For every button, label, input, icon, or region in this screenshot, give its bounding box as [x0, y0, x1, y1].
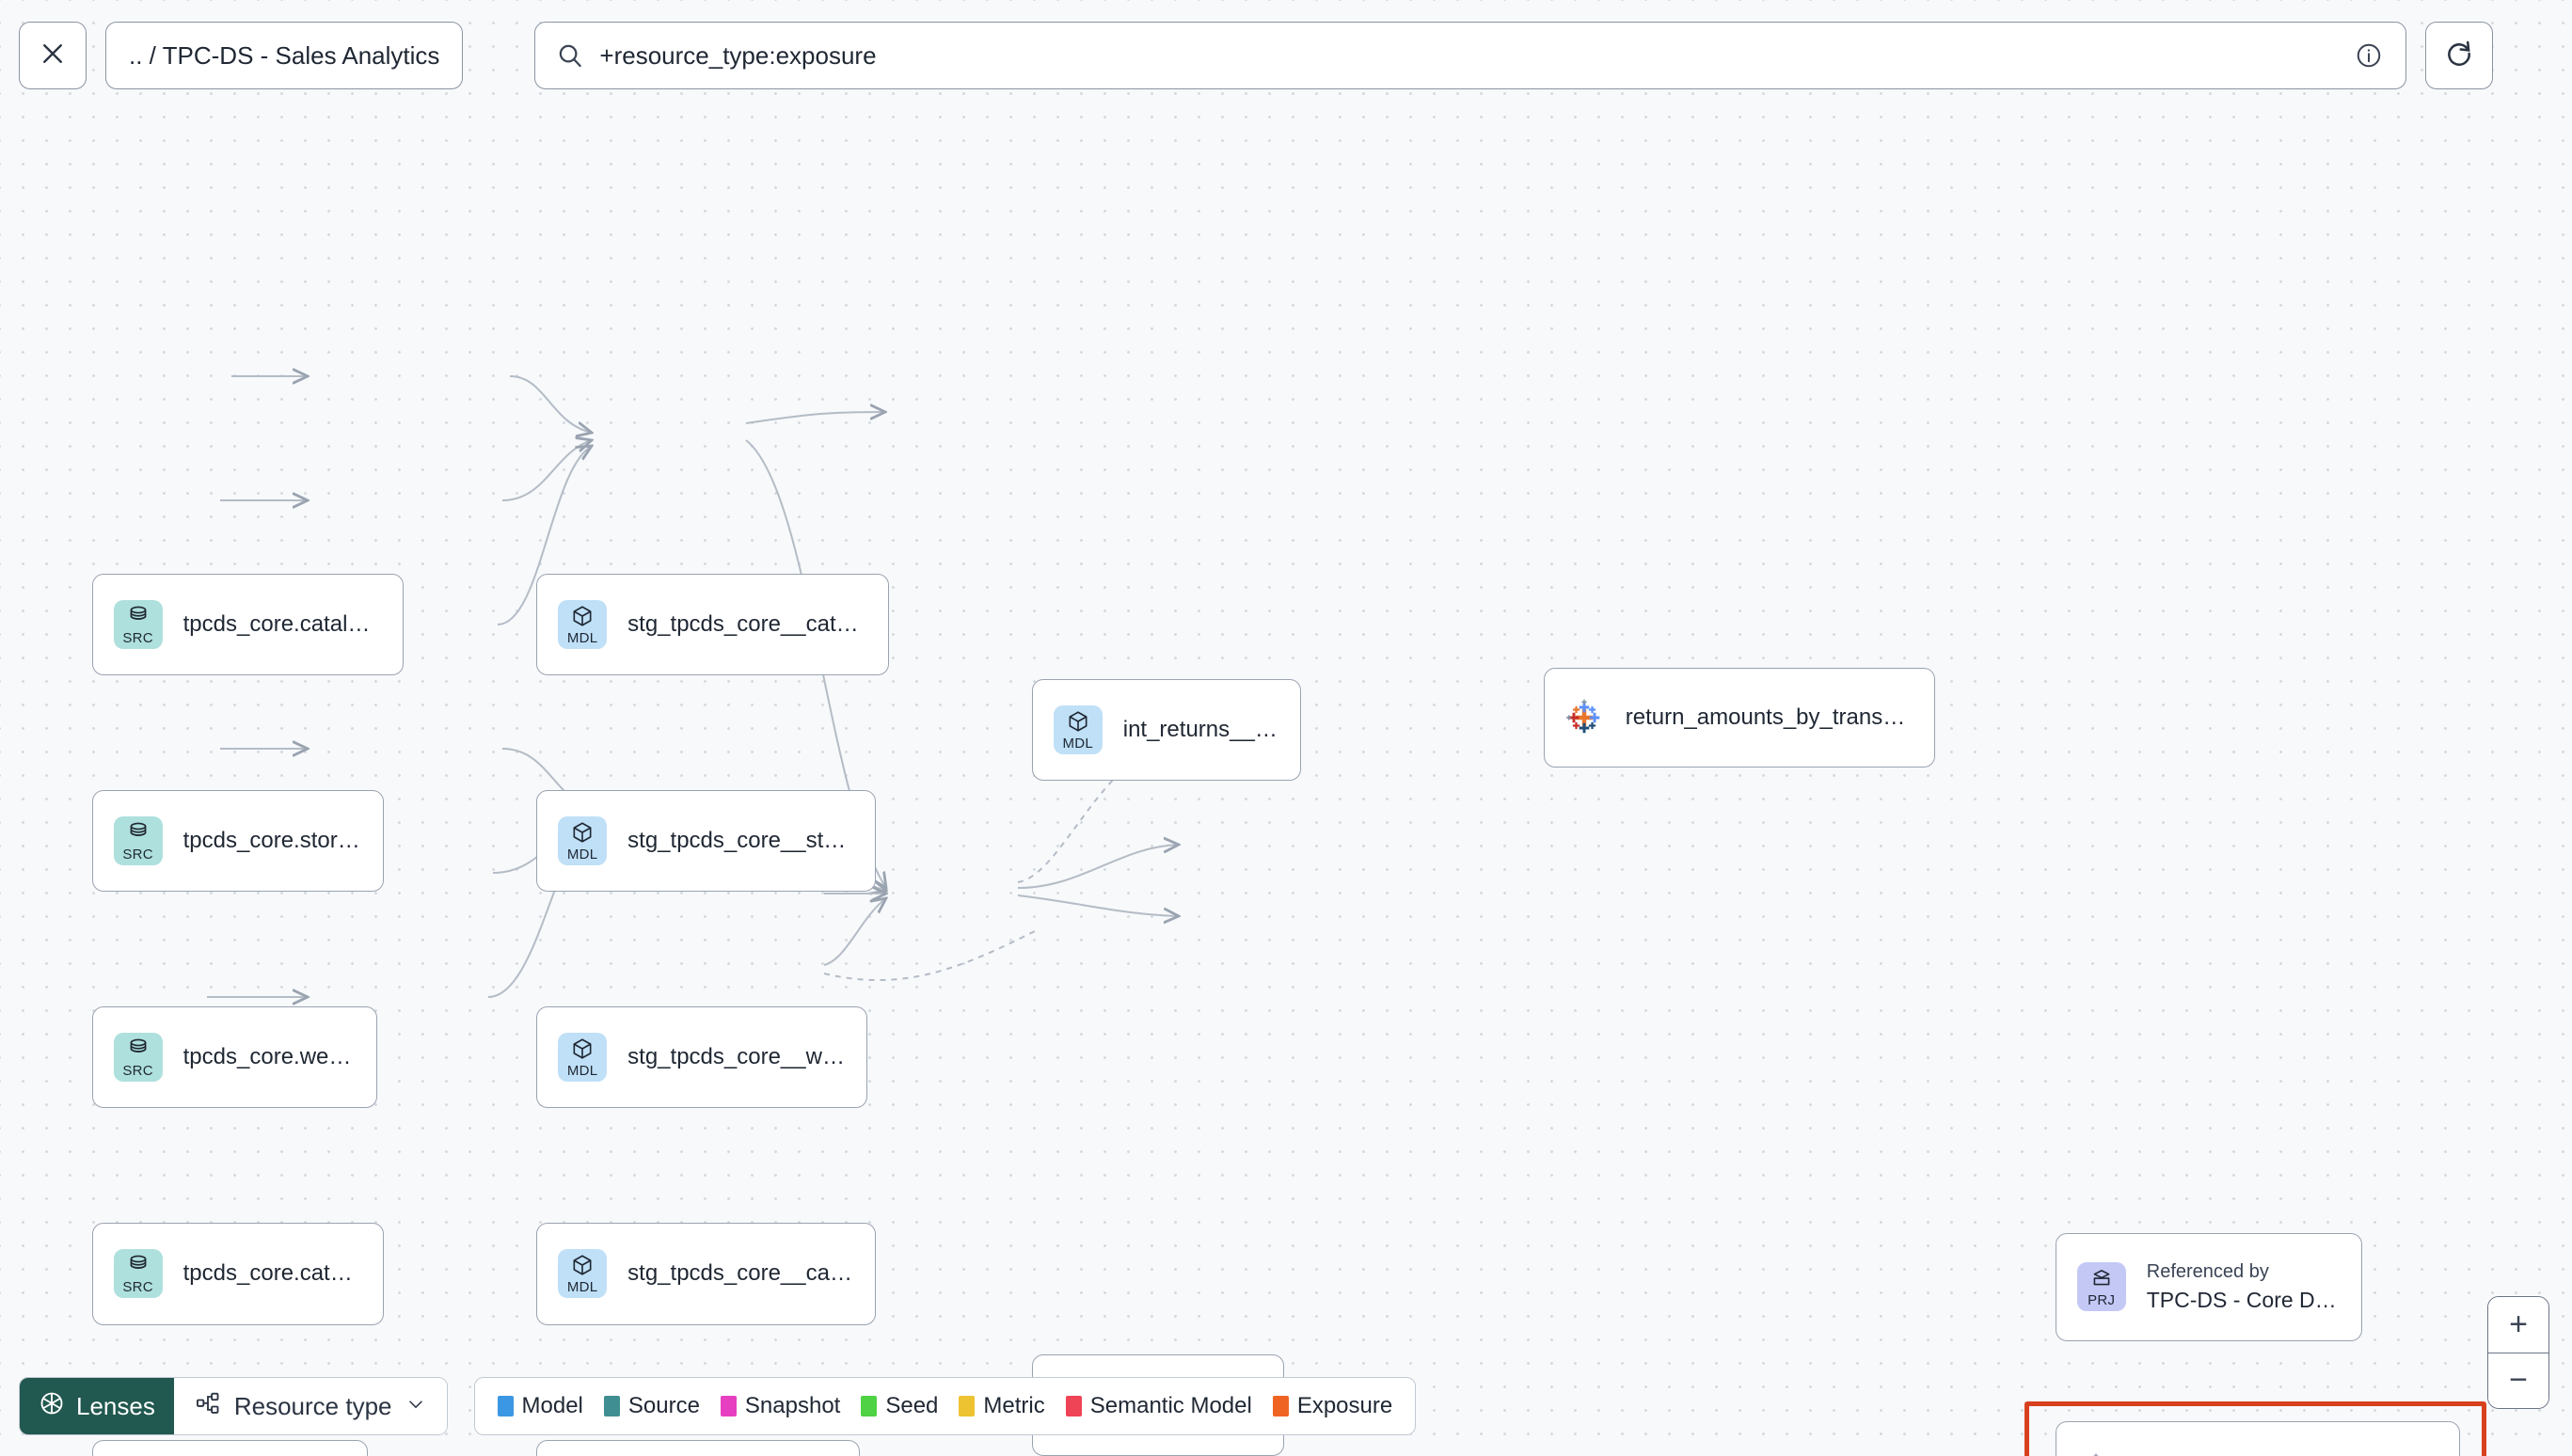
legend-swatch — [1065, 1396, 1082, 1416]
zoom-in-button[interactable]: + — [2488, 1297, 2548, 1353]
legend-label: Seed — [885, 1393, 939, 1418]
search-bar[interactable] — [534, 22, 2407, 89]
breadcrumb-label: .. / TPC-DS - Sales Analytics — [129, 40, 440, 70]
legend-item-metric[interactable]: Metric — [959, 1393, 1045, 1419]
lenses-button[interactable]: Lenses — [20, 1378, 174, 1434]
legend-item-exposure[interactable]: Exposure — [1272, 1393, 1393, 1419]
legend-swatch — [497, 1396, 514, 1416]
model-badge-icon: MDL — [558, 1033, 608, 1083]
breadcrumb[interactable]: .. / TPC-DS - Sales Analytics — [105, 22, 464, 89]
lineage-node-stg_catalog_returns[interactable]: MDL stg_tpcds_core__catalog_returns — [536, 574, 890, 676]
badge-label: PRJ — [2088, 1292, 2116, 1309]
legend-swatch — [861, 1396, 878, 1416]
tableau-icon — [2093, 1454, 2099, 1456]
badge-label: SRC — [122, 630, 153, 647]
legend-swatch — [720, 1396, 737, 1416]
refresh-button[interactable] — [2425, 22, 2494, 89]
info-icon[interactable] — [2355, 41, 2383, 70]
model-badge-icon: MDL — [558, 1249, 608, 1299]
project-badge-icon: PRJ — [2076, 1262, 2126, 1312]
legend-label: Exposure — [1296, 1393, 1393, 1418]
search-icon — [556, 41, 584, 70]
lineage-node-src_store_sales[interactable]: SRC tpcds_core.store_sales — [91, 1439, 368, 1456]
zoom-controls: + − — [2487, 1296, 2549, 1409]
badge-label: MDL — [566, 630, 598, 647]
model-badge-icon: MDL — [1053, 704, 1103, 754]
node-context: Referenced by — [2146, 1260, 2269, 1282]
badge-label: SRC — [122, 1063, 153, 1080]
legend-swatch — [603, 1396, 620, 1416]
legend-label: Snapshot — [744, 1393, 841, 1418]
legend-swatch — [959, 1396, 976, 1416]
tableau-icon — [1565, 699, 1600, 733]
lineage-node-referenced_by_project[interactable]: PRJ Referenced by TPC-DS - Core Data Mod… — [2055, 1232, 2362, 1341]
refresh-icon — [2444, 39, 2474, 73]
model-badge-icon: MDL — [558, 816, 608, 866]
zoom-out-button[interactable]: − — [2488, 1353, 2548, 1408]
badge-label: SRC — [122, 1279, 153, 1296]
node-label: tpcds_core.catalog_sales — [183, 1260, 362, 1287]
node-label: tpcds_core.store_returns — [183, 828, 362, 854]
lenses-label: Lenses — [76, 1391, 155, 1420]
node-label: stg_tpcds_core__catalog_sales — [627, 1260, 854, 1287]
lineage-node-src_web_returns[interactable]: SRC tpcds_core.web_returns — [91, 1006, 378, 1109]
badge-label: MDL — [1062, 735, 1094, 752]
lineage-node-return_amounts[interactable]: return_amounts_by_transaction_type — [1543, 667, 1936, 768]
node-label: TPC-DS - Core Data Models — [2146, 1287, 2341, 1312]
resource-type-legend: Model Source Snapshot Seed Metric Semant… — [473, 1377, 1417, 1435]
close-icon — [39, 40, 67, 72]
resource-type-dropdown[interactable]: Resource type — [173, 1378, 447, 1434]
exposure-highlight-box — [2024, 1401, 2487, 1456]
lens-group: Lenses Resource type — [19, 1377, 448, 1435]
badge-label: MDL — [566, 847, 598, 863]
resource-type-label: Resource type — [233, 1391, 392, 1420]
badge-label: MDL — [566, 1063, 598, 1080]
node-label: int_returns__unioned — [1122, 716, 1279, 742]
legend-label: Metric — [983, 1393, 1045, 1418]
legend-item-source[interactable]: Source — [603, 1393, 700, 1419]
lineage-node-src_catalog_returns[interactable]: SRC tpcds_core.catalog_returns — [91, 574, 404, 676]
node-label: stg_tpcds_core__web_returns — [627, 1044, 847, 1070]
lineage-node-first_workbook[interactable]: first_workbook_attached_to_tpc-ds_-_… — [2055, 1421, 2461, 1456]
legend-item-semantic-model[interactable]: Semantic Model — [1065, 1393, 1252, 1419]
chevron-down-icon — [405, 1392, 426, 1421]
lineage-node-stg_store_sales[interactable]: MDL stg_tpcds_core__store_sales — [536, 1439, 860, 1456]
hierarchy-icon — [195, 1390, 221, 1423]
legend-label: Semantic Model — [1089, 1393, 1252, 1418]
legend-label: Source — [627, 1393, 700, 1418]
close-button[interactable] — [19, 22, 87, 89]
bottom-toolbar: Lenses Resource type — [19, 1377, 1417, 1435]
top-toolbar: .. / TPC-DS - Sales Analytics — [0, 0, 2572, 111]
search-input[interactable] — [599, 23, 2356, 88]
lineage-node-stg_web_returns[interactable]: MDL stg_tpcds_core__web_returns — [536, 1006, 868, 1109]
node-label: tpcds_core.web_returns — [183, 1044, 357, 1070]
legend-item-snapshot[interactable]: Snapshot — [720, 1393, 841, 1419]
source-badge-icon: SRC — [113, 1249, 163, 1299]
legend-swatch — [1272, 1396, 1289, 1416]
source-badge-icon: SRC — [113, 816, 163, 866]
lineage-node-src_store_returns[interactable]: SRC tpcds_core.store_returns — [91, 790, 384, 893]
model-badge-icon: MDL — [558, 600, 608, 650]
lineage-node-src_catalog_sales[interactable]: SRC tpcds_core.catalog_sales — [91, 1223, 384, 1325]
node-label: stg_tpcds_core__catalog_returns — [627, 611, 867, 638]
legend-label: Model — [521, 1393, 583, 1418]
node-label: stg_tpcds_core__store_returns — [627, 828, 855, 854]
legend-item-seed[interactable]: Seed — [861, 1393, 938, 1419]
legend-item-model[interactable]: Model — [497, 1393, 583, 1419]
badge-label: SRC — [122, 847, 153, 863]
source-badge-icon: SRC — [113, 600, 163, 650]
aperture-icon — [39, 1390, 65, 1423]
badge-label: MDL — [566, 1279, 598, 1296]
source-badge-icon: SRC — [113, 1033, 163, 1083]
node-label: return_amounts_by_transaction_type — [1625, 704, 1914, 730]
lineage-node-stg_store_returns[interactable]: MDL stg_tpcds_core__store_returns — [536, 790, 877, 893]
lineage-node-stg_catalog_sales[interactable]: MDL stg_tpcds_core__catalog_sales — [536, 1223, 877, 1325]
lineage-node-int_returns_unioned[interactable]: MDL int_returns__unioned — [1031, 678, 1301, 781]
node-label: tpcds_core.catalog_returns — [183, 611, 382, 638]
